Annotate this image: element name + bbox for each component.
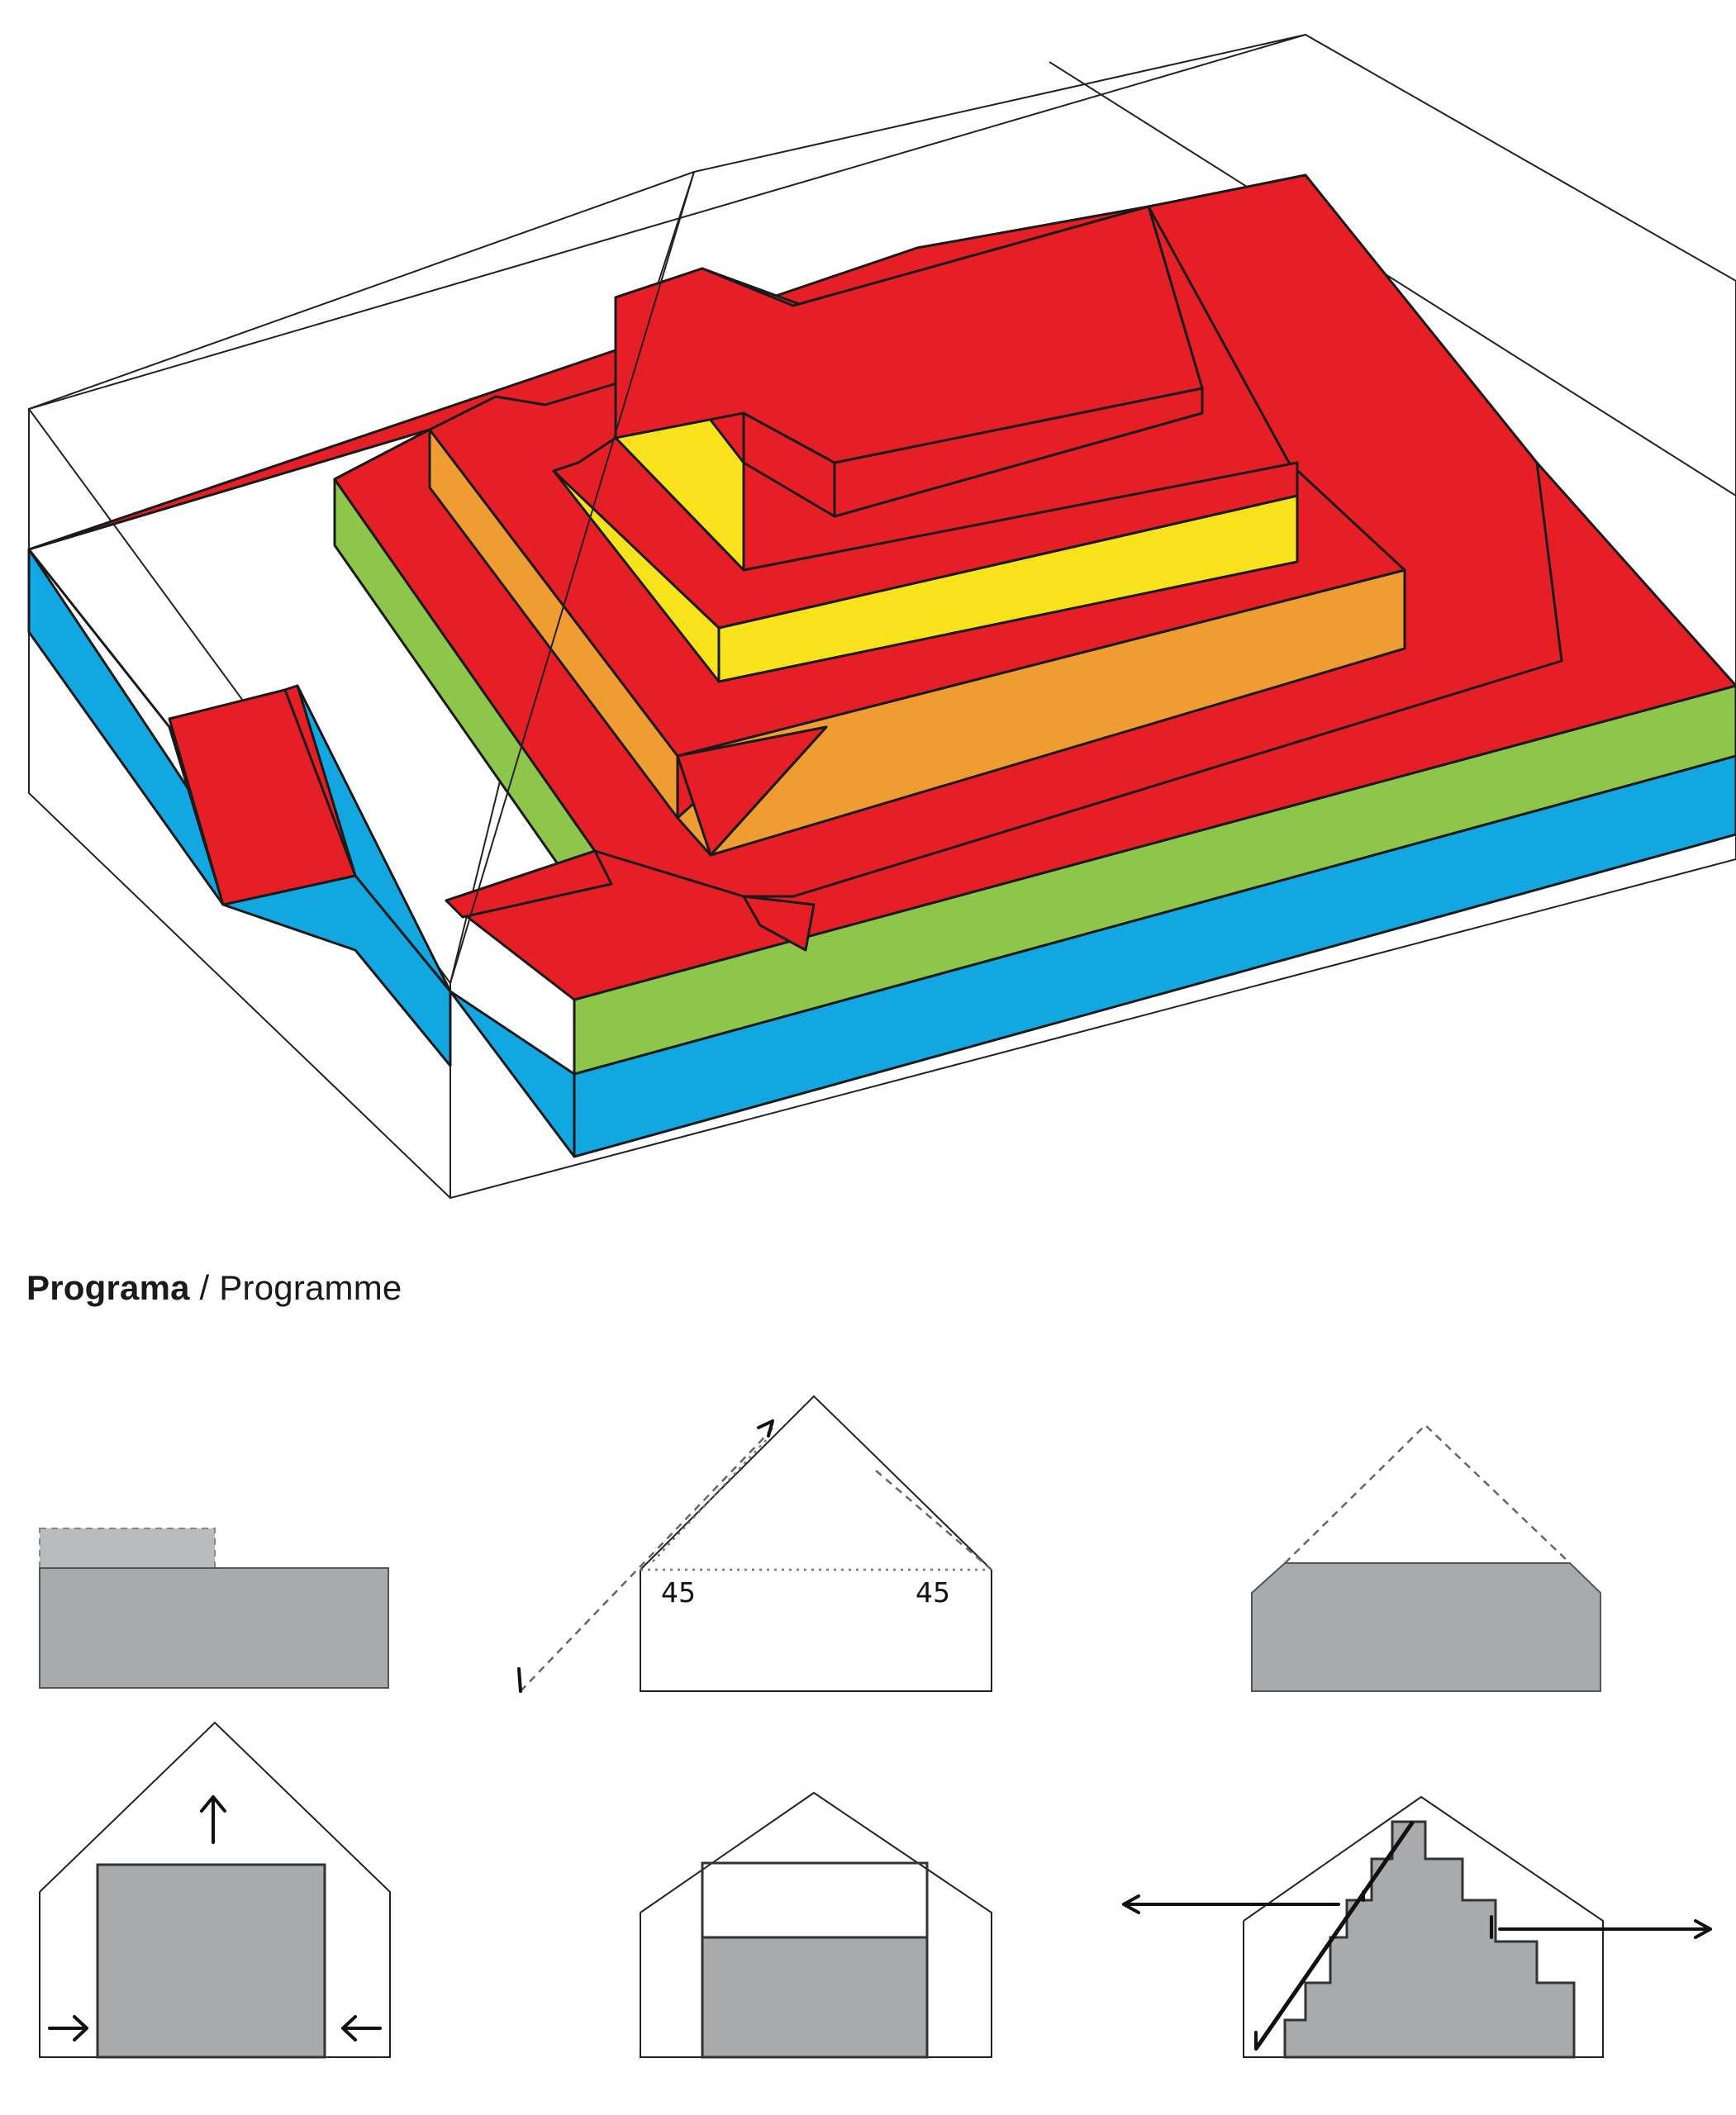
section-4-expansion xyxy=(39,1721,391,2059)
arrow-left-icon xyxy=(341,2015,382,2041)
section-diagrams xyxy=(39,1395,1712,2059)
stair-line xyxy=(1253,1820,1415,2051)
arrow-right-icon xyxy=(48,2015,88,2041)
section-6-stepped-volume xyxy=(1122,1795,1712,2059)
arrow-up-icon xyxy=(200,1795,226,1844)
section-1-existing-volume xyxy=(39,1528,389,1689)
programme-caption: Programa / Programme xyxy=(26,1268,402,1308)
caption-separator: / xyxy=(189,1268,220,1307)
platform-red-yellow-top xyxy=(552,436,1299,630)
section-3-sloped-envelope xyxy=(1251,1423,1601,1692)
caption-title-bold: Programa xyxy=(26,1268,190,1307)
section-5-contained-volume xyxy=(640,1791,992,2059)
envelope-diagonal xyxy=(449,171,695,984)
arrow-right-icon xyxy=(1498,1919,1712,1939)
angle-label-right: 45 xyxy=(916,1576,950,1609)
arrow-left-icon xyxy=(1122,1894,1340,1914)
caption-title-light: Programme xyxy=(219,1268,402,1307)
section-2-45-degree-rule xyxy=(517,1395,992,1693)
angle-label-left: 45 xyxy=(661,1576,696,1609)
block-red-top xyxy=(614,205,1204,518)
isometric-massing-model xyxy=(27,33,1736,1200)
